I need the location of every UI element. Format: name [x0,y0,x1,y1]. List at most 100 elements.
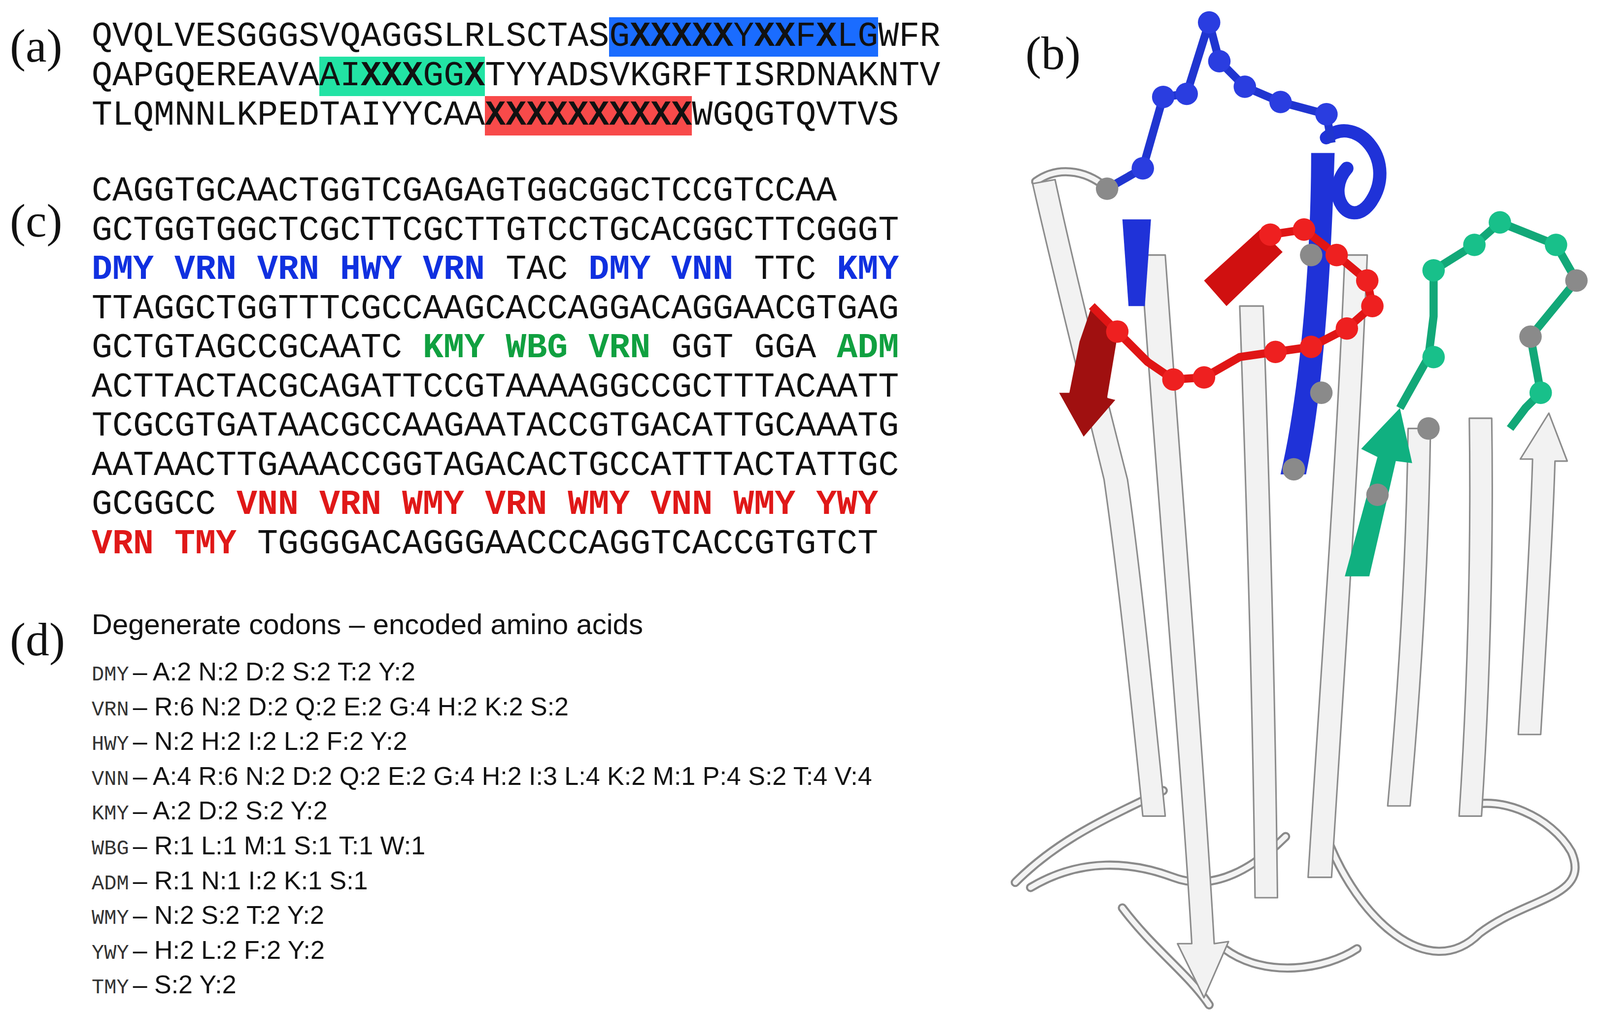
degenerate-codons: VNN VRN WMY VRN WMY VNN WMY YWY [236,485,879,525]
amino-acid-list: – R:6 N:2 D:2 Q:2 E:2 G:4 H:2 K:2 S:2 [133,691,569,722]
codon: TMY [91,976,130,1000]
beta-strands [1032,179,1568,998]
sequence-line: TLQMNNLKPEDTAIYYCAAXXXXXXXXXXWGQGTQVTVS [91,96,899,136]
cdr1-helix [1326,131,1380,213]
dna-text: AATAACTTGAAACCGGTAGACACTGCCATTTACTATTGC [91,446,899,486]
codon: KMY [91,802,130,826]
cdr-residues: XXX [360,56,423,96]
cdr-residues: XX [753,17,796,57]
codon-row: WBG– R:1 L:1 M:1 S:1 T:1 W:1 [91,830,426,861]
degenerate-codons: DMY VNN [588,250,734,290]
residue-sphere [1463,233,1486,257]
cdr1-loop [1095,11,1380,481]
codon: VRN [91,698,130,722]
residue-sphere [1565,269,1588,293]
dna-text: ACTTACTACGCAGATTCCGTAAAAGGCCGCTTTACAATT [91,368,899,408]
residue-sphere [1315,102,1338,126]
dna-line: GCTGGTGGCTCGCTTCGCTTGTCCTGCACGGCTTCGGGT [91,211,899,251]
residue-sphere [1310,381,1333,405]
dna-text: TCGCGTGATAACGCCAAGAATACCGTGACATTGCAAATG [91,407,899,446]
sequence-text: QAPGQEREAVA [91,56,320,96]
cdr1-coil [1107,22,1332,189]
codon-row: TMY– S:2 Y:2 [91,969,237,1000]
cdr-residues: X [464,56,485,96]
cdr-band: XXXXXXXXXX [484,96,692,136]
residue-sphere [1519,325,1542,348]
residue-sphere [1356,269,1379,293]
cdr1-strand [1280,153,1335,475]
amino-acid-list: – R:1 L:1 M:1 S:1 T:1 W:1 [133,830,426,861]
residue-sphere [1259,223,1282,246]
degenerate-codons: ADM [836,328,899,368]
residue-sphere [1335,317,1359,341]
amino-acid-list: – R:1 N:1 I:2 K:1 S:1 [133,865,369,896]
codon: WBG [91,837,130,861]
amino-acid-list: – A:2 N:2 D:2 S:2 T:2 Y:2 [133,656,416,687]
amino-acid-list: – N:2 S:2 T:2 Y:2 [133,900,325,930]
amino-acid-list: – H:2 L:2 F:2 Y:2 [133,935,325,965]
beta-strand [1518,413,1567,735]
cdr-residues: GG [422,56,465,96]
degenerate-codons: KMY [836,250,899,290]
cdr-residues: XXXXXXXXXX [484,96,692,136]
degenerate-codons: DMY VRN VRN HWY VRN [91,250,485,290]
amino-acid-list: – N:2 H:2 I:2 L:2 F:2 Y:2 [133,726,408,756]
cdr-residues: AI [319,56,361,96]
codon-row: DMY– A:2 N:2 D:2 S:2 T:2 Y:2 [91,656,416,687]
dna-line: AATAACTTGAAACCGGTAGACACTGCCATTTACTATTGC [91,446,899,486]
cdr-band: AIXXXGGX [319,56,485,97]
residue-sphere [1529,381,1553,405]
dna-line: TCGCGTGATAACGCCAAGAATACCGTGACATTGCAAATG [91,407,899,447]
residue-sphere [1422,259,1446,282]
beta-strand [1387,428,1431,807]
residue-sphere [1208,49,1231,73]
residue-sphere [1299,335,1323,359]
dna-text: TGGGGACAGGGAACCCAGGTCACCGTGTCT [257,524,879,564]
residue-sphere [1366,483,1390,507]
dna-line: CAGGTGCAACTGGTCGAGAGTGGCGGCTCCGTCCAA [91,171,837,212]
sequence-line: QVQLVESGGGSVQAGGSLRLSCTASGXXXXXYXXFXLGWF… [91,17,941,57]
residue-sphere [1417,417,1440,441]
cdr-residues: LG [836,17,879,57]
table-title: Degenerate codons – encoded amino acids [91,607,644,642]
dna-line: GCGGCCVNN VRN WMY VRN WMY VNN WMY YWY [91,485,879,525]
beta-strand [1032,179,1166,817]
codon-row: VRN– R:6 N:2 D:2 Q:2 E:2 G:4 H:2 K:2 S:2 [91,691,569,722]
dna-text: TTAGGCTGGTTTCGCCAAGCACCAGGACAGGAACGTGAG [91,289,899,329]
coil [1030,836,1286,888]
residue-sphere [1361,294,1384,318]
cdr2-loop [1344,211,1588,577]
codon-row: YWY– H:2 L:2 F:2 Y:2 [91,935,325,966]
residue-sphere [1269,90,1293,114]
dna-line: GCTGTAGCCGCAATCKMY WBG VRNGGT GGAADM [91,328,899,369]
coil [1326,803,1576,952]
cdr2-coil [1399,222,1577,429]
residue-sphere [1175,82,1198,106]
cdr1-wedge [1122,219,1152,307]
coil [1224,949,1358,969]
dna-text: GCTGGTGGCTCGCTTCGCTTGTCCTGCACGGCTTCGGGT [91,211,899,251]
codon: HWY [91,732,130,757]
codon-row: WMY– N:2 S:2 T:2 Y:2 [91,900,325,931]
amino-acid-list: – A:2 D:2 S:2 Y:2 [133,795,328,826]
dna-line: TTAGGCTGGTTTCGCCAAGCACCAGGACAGGAACGTGAG [91,289,899,330]
residue-sphere [1095,177,1119,201]
dna-text: GCTGTAGCCGCAATC [91,328,403,368]
dna-text: TAC [505,250,568,290]
coil [1224,949,1358,969]
residue-sphere [1152,85,1175,109]
residue-sphere [1233,75,1257,99]
panel-letter: (a) [9,22,63,70]
residue-sphere [1282,458,1306,481]
sequence-text: WFR [878,17,941,57]
dna-text: CAGGTGCAACTGGTCGAGAGTGGCGGCTCCGTCCAA [91,171,837,211]
residue-sphere [1162,368,1186,391]
codon: YWY [91,941,130,966]
cdr-residues: X [816,17,837,57]
codon: DMY [91,663,130,687]
sequence-text: TYYADSVKGRFTISRDNAKNTV [484,56,941,96]
dna-text: GGT GGA [671,328,817,368]
codon: VNN [91,767,130,792]
dna-line: ACTTACTACGCAGATTCCGTAAAAGGCCGCTTTACAATT [91,368,899,408]
residue-sphere [1264,340,1288,364]
